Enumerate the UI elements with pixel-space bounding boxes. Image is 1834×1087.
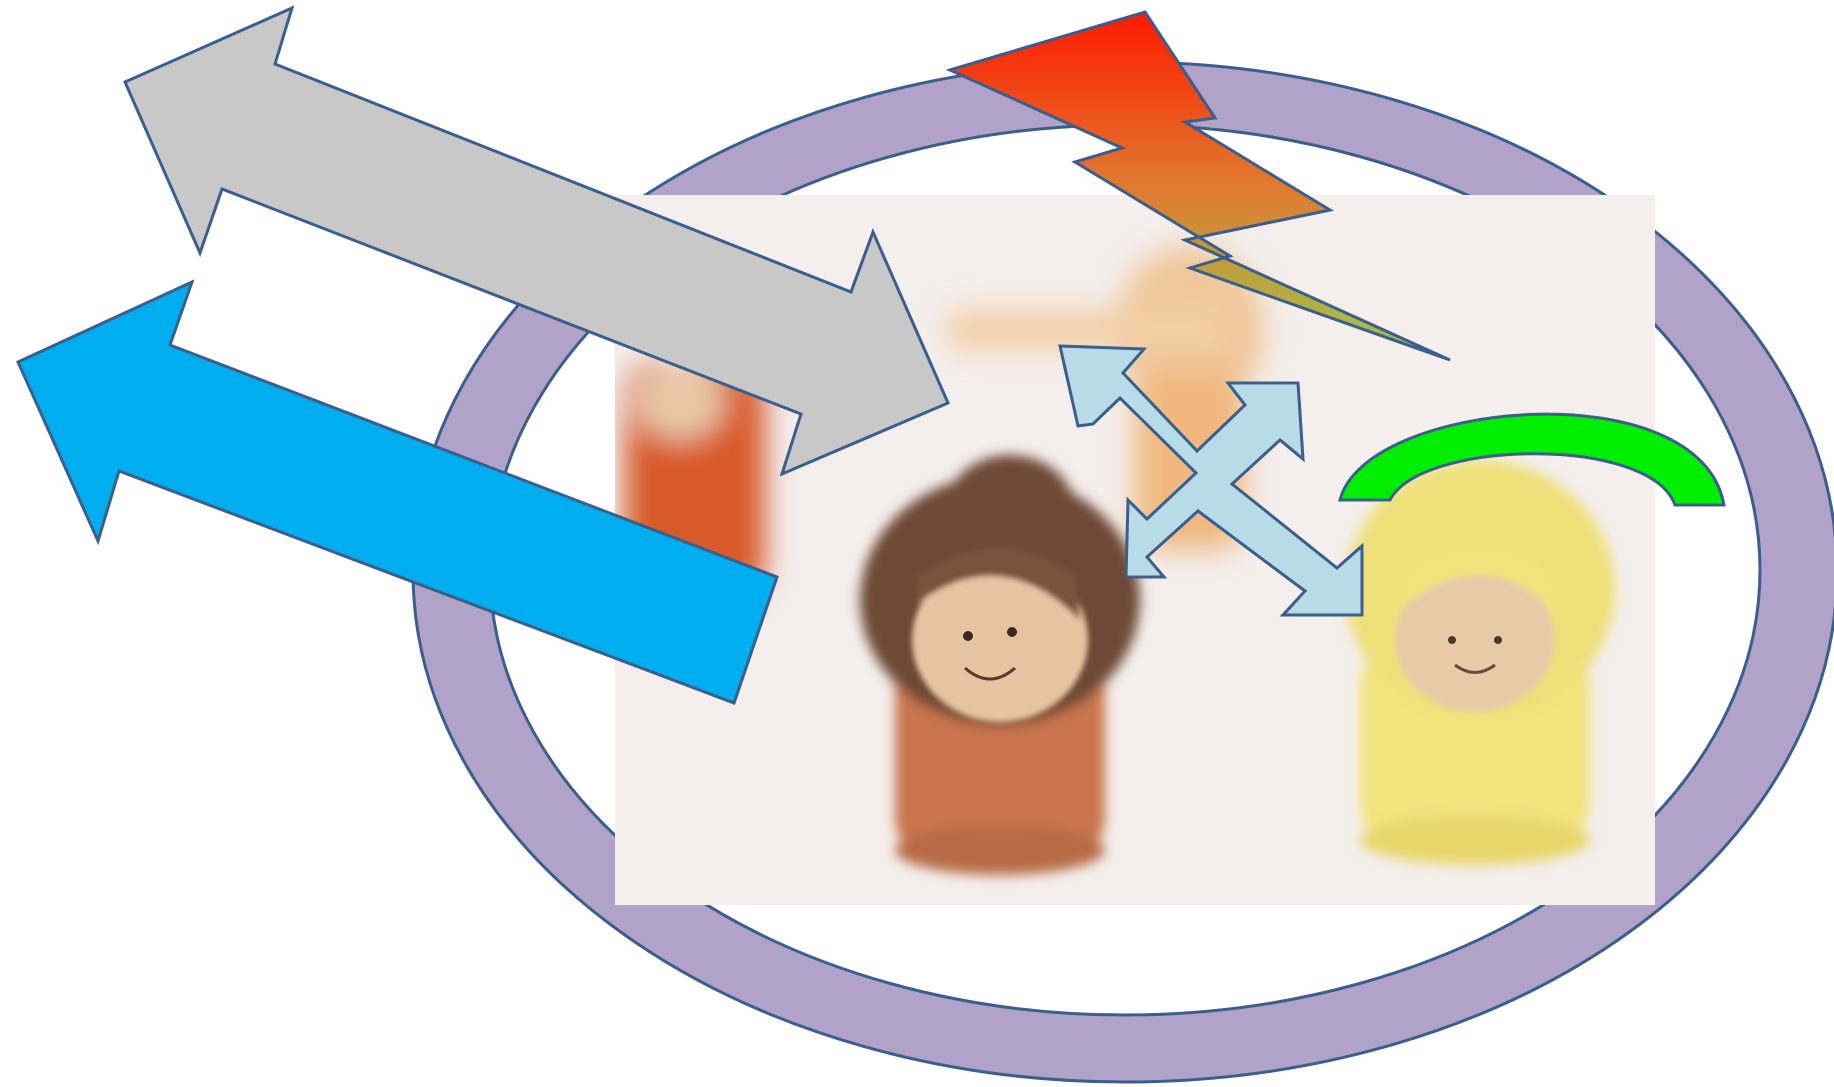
- figure-blonde: [1345, 460, 1615, 865]
- figure-brown: [860, 455, 1140, 875]
